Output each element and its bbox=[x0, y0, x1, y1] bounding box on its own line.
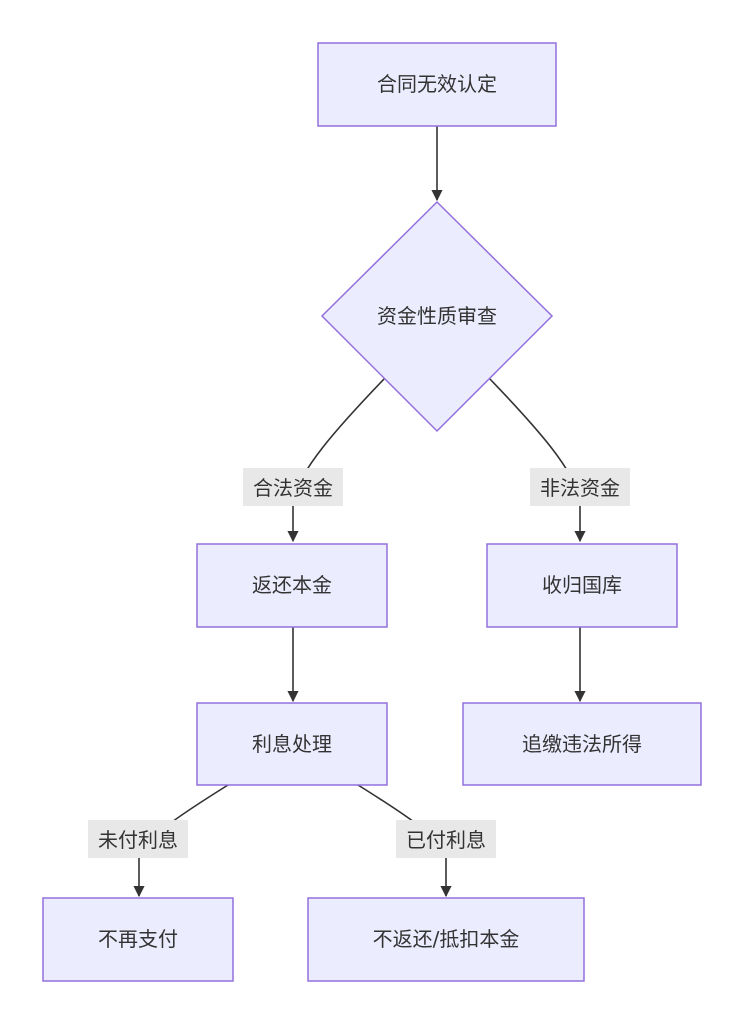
node-confiscate-label: 收归国库 bbox=[542, 573, 622, 597]
node-interest-handling-label: 利息处理 bbox=[252, 732, 332, 756]
node-recover-illegal-gains-label: 追缴违法所得 bbox=[522, 732, 642, 756]
node-no-return-deduct: 不返还/抵扣本金 bbox=[307, 897, 585, 982]
edge-review-to-return-principal bbox=[287, 377, 386, 543]
edge-label-interest-paid-text: 已付利息 bbox=[406, 828, 486, 852]
node-no-return-deduct-label: 不返还/抵扣本金 bbox=[373, 927, 520, 951]
node-interest-handling: 利息处理 bbox=[196, 702, 388, 786]
node-fund-review-label: 资金性质审查 bbox=[377, 304, 497, 328]
node-no-further-payment-label: 不再支付 bbox=[98, 927, 178, 951]
edge-label-legal-funds: 合法资金 bbox=[243, 468, 343, 506]
node-return-principal-label: 返还本金 bbox=[252, 573, 332, 597]
node-confiscate: 收归国库 bbox=[486, 543, 678, 628]
node-recover-illegal-gains: 追缴违法所得 bbox=[462, 702, 702, 786]
edge-label-interest-unpaid-text: 未付利息 bbox=[98, 828, 178, 852]
edge-review-to-confiscate bbox=[488, 377, 586, 543]
node-contract-invalid-label: 合同无效认定 bbox=[377, 72, 497, 96]
edge-label-illegal-funds-text: 非法资金 bbox=[540, 476, 620, 500]
edge-label-interest-unpaid: 未付利息 bbox=[88, 820, 188, 858]
node-return-principal: 返还本金 bbox=[196, 543, 388, 628]
edge-label-illegal-funds: 非法资金 bbox=[530, 468, 630, 506]
node-contract-invalid: 合同无效认定 bbox=[317, 42, 557, 127]
edge-label-legal-funds-text: 合法资金 bbox=[253, 476, 333, 500]
node-fund-review: 资金性质审查 bbox=[320, 200, 554, 433]
node-no-further-payment: 不再支付 bbox=[42, 897, 234, 982]
edge-label-interest-paid: 已付利息 bbox=[396, 820, 496, 858]
